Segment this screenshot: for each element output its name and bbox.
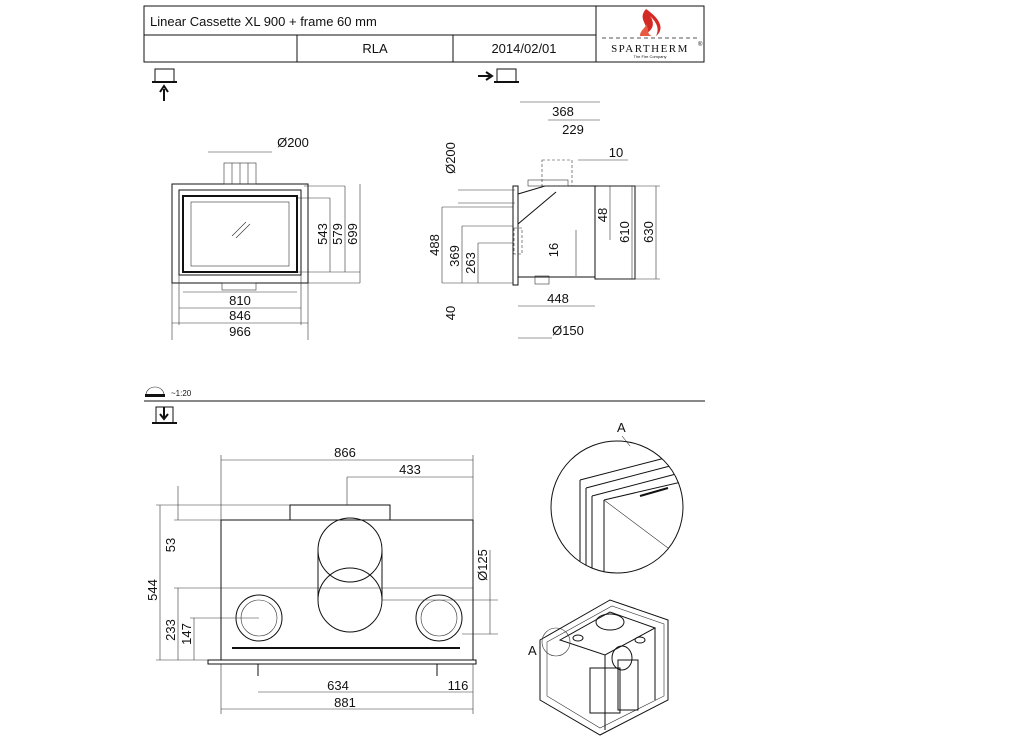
author: RLA <box>362 41 388 56</box>
svg-text:846: 846 <box>229 308 251 323</box>
svg-text:699: 699 <box>345 223 360 245</box>
date: 2014/02/01 <box>491 41 556 56</box>
svg-text:The Fire Company: The Fire Company <box>633 54 666 59</box>
top-view-icon <box>152 406 177 424</box>
svg-text:116: 116 <box>448 678 469 693</box>
svg-text:Ø125: Ø125 <box>475 549 490 581</box>
svg-text:368: 368 <box>552 104 574 119</box>
top-view: 866 433 53 544 233 147 Ø125 634 116 881 <box>145 445 498 714</box>
svg-text:634: 634 <box>327 678 349 693</box>
side-view: 368 229 10 Ø200 488 369 263 40 16 48 610… <box>427 101 660 339</box>
svg-text:579: 579 <box>330 223 345 245</box>
scale-indicator: ~1:20 <box>145 386 192 398</box>
svg-text:40: 40 <box>443 306 458 320</box>
svg-text:147: 147 <box>179 623 194 645</box>
svg-text:229: 229 <box>562 122 584 137</box>
side-view-icon <box>478 68 519 83</box>
dim-flue: Ø200 <box>277 135 309 150</box>
front-view: Ø200 543 579 699 810 846 966 <box>171 135 361 340</box>
spartherm-logo: SPARTHERM ® The Fire Company <box>602 9 703 59</box>
svg-text:®: ® <box>698 41 703 48</box>
svg-text:48: 48 <box>595 208 610 222</box>
svg-text:630: 630 <box>641 221 656 243</box>
svg-text:A: A <box>617 420 626 435</box>
svg-text:866: 866 <box>334 445 356 460</box>
title-block: Linear Cassette XL 900 + frame 60 mm RLA… <box>143 5 705 63</box>
svg-text:Ø200: Ø200 <box>443 142 458 174</box>
svg-text:SPARTHERM: SPARTHERM <box>611 43 689 55</box>
svg-text:~1:20: ~1:20 <box>171 389 192 398</box>
svg-text:10: 10 <box>609 145 623 160</box>
svg-text:966: 966 <box>229 324 251 339</box>
svg-text:488: 488 <box>427 234 442 256</box>
svg-text:610: 610 <box>617 221 632 243</box>
detail-a: A <box>550 420 684 574</box>
svg-text:369: 369 <box>447 245 462 267</box>
svg-text:233: 233 <box>163 619 178 641</box>
svg-text:Ø150: Ø150 <box>552 323 584 338</box>
svg-text:A: A <box>528 643 537 658</box>
front-view-icon <box>152 68 177 101</box>
svg-text:881: 881 <box>334 695 356 710</box>
svg-text:544: 544 <box>145 579 160 601</box>
svg-text:448: 448 <box>547 291 569 306</box>
svg-text:810: 810 <box>229 293 251 308</box>
svg-text:433: 433 <box>399 462 421 477</box>
svg-text:543: 543 <box>315 223 330 245</box>
svg-text:16: 16 <box>546 243 561 257</box>
svg-text:53: 53 <box>163 538 178 552</box>
svg-text:263: 263 <box>463 252 478 274</box>
isometric-view: A <box>528 599 669 736</box>
drawing-title: Linear Cassette XL 900 + frame 60 mm <box>150 14 377 29</box>
